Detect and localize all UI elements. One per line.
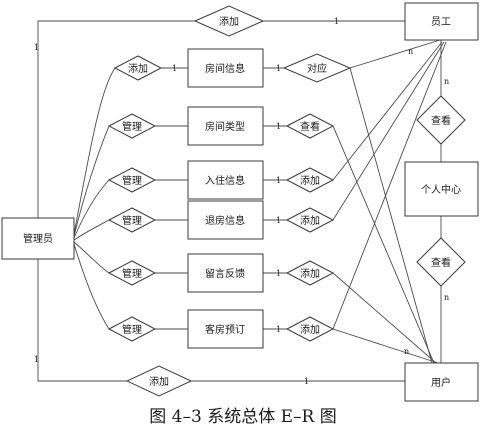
- entity-checkout-info: 退房信息: [187, 200, 264, 240]
- right-to-employee-lines: [332, 39, 447, 330]
- entity-booking-label: 客房预订: [205, 323, 245, 336]
- card-one: 1: [276, 122, 281, 131]
- rel-left-4-label: 管理: [122, 214, 142, 227]
- card-many: n: [444, 77, 449, 86]
- entity-center-label: 个人中心: [421, 183, 461, 196]
- card-one: 1: [276, 325, 281, 334]
- rel-left-3: 管理: [107, 167, 157, 193]
- rel-right-4: 添加: [285, 207, 335, 233]
- rel-top-add-label: 添加: [219, 15, 239, 28]
- entity-center: 个人中心: [404, 161, 479, 217]
- right-to-user-lines: [332, 67, 439, 364]
- rel-view-2: 查看: [416, 237, 466, 287]
- rel-right-2-label: 查看: [300, 120, 320, 133]
- entity-checkin-info: 入住信息: [187, 160, 264, 200]
- entity-employee: 员工: [404, 2, 479, 41]
- rel-right-6: 添加: [285, 316, 335, 342]
- rel-left-3-label: 管理: [122, 174, 142, 187]
- rel-left-6: 管理: [107, 316, 157, 342]
- entity-admin: 管理员: [1, 217, 75, 260]
- rel-bottom-add-label: 添加: [149, 375, 169, 388]
- cardinality-marks: 1 1 1 1 1 1 1 1 1 1 1 n n n n: [34, 17, 449, 386]
- relationship-diamonds: 添加 添加 添加 管理 管理 管理 管理 管理: [107, 5, 466, 397]
- card-one: 1: [276, 269, 281, 278]
- card-one: 1: [34, 355, 39, 364]
- entity-user: 用户: [404, 362, 479, 402]
- card-many: n: [408, 47, 413, 56]
- rel-left-1-label: 添加: [128, 62, 148, 75]
- connector-lines: [37, 20, 447, 382]
- rel-right-5: 添加: [285, 260, 335, 286]
- entity-feedback: 留言反馈: [187, 253, 264, 293]
- rel-right-2: 查看: [285, 113, 335, 139]
- card-one: 1: [276, 64, 281, 73]
- rel-top-add: 添加: [193, 5, 265, 37]
- entity-room-type-label: 房间类型: [205, 120, 245, 133]
- entity-room-info: 房间信息: [187, 48, 264, 88]
- figure-caption: 图 4–3 系统总体 E–R 图: [149, 407, 336, 427]
- rel-left-5-label: 管理: [122, 267, 142, 280]
- entity-room-info-label: 房间信息: [205, 62, 245, 75]
- card-one: 1: [172, 64, 177, 73]
- rel-view-1-label: 查看: [431, 114, 451, 127]
- line-admin-bottom-add: [37, 259, 127, 382]
- rel-left-2: 管理: [107, 113, 157, 139]
- rel-left-2-label: 管理: [122, 120, 142, 133]
- rel-left-5: 管理: [107, 260, 157, 286]
- rel-left-4: 管理: [107, 207, 157, 233]
- rel-right-5-label: 添加: [300, 267, 320, 280]
- entity-feedback-label: 留言反馈: [205, 267, 245, 280]
- entity-employee-label: 员工: [431, 16, 451, 28]
- admin-fan-lines: [73, 67, 116, 330]
- rel-view-2-label: 查看: [431, 256, 451, 269]
- entity-admin-label: 管理员: [23, 232, 53, 245]
- rel-bottom-add: 添加: [125, 365, 193, 397]
- entity-checkin-info-label: 入住信息: [205, 174, 245, 187]
- rel-right-1: 对应: [282, 53, 352, 83]
- card-one: 1: [276, 176, 281, 185]
- rel-right-6-label: 添加: [300, 323, 320, 336]
- rel-right-3: 添加: [285, 167, 335, 193]
- rel-right-3-label: 添加: [300, 174, 320, 187]
- line-admin-top-add: [37, 20, 195, 218]
- rel-right-1-label: 对应: [307, 62, 327, 75]
- card-many: n: [404, 347, 409, 356]
- card-many: n: [444, 293, 449, 302]
- card-one: 1: [34, 43, 39, 52]
- rel-right-4-label: 添加: [300, 214, 320, 227]
- card-one: 1: [276, 216, 281, 225]
- entity-checkout-info-label: 退房信息: [205, 214, 245, 227]
- entity-room-type: 房间类型: [187, 106, 264, 146]
- entity-user-label: 用户: [431, 376, 451, 389]
- rel-left-6-label: 管理: [122, 323, 142, 336]
- entity-boxes: 员工 个人中心 用户 管理员 房间信息 房间类型 入住信息 退房信息: [1, 2, 479, 402]
- rel-view-1: 查看: [416, 95, 466, 145]
- card-one: 1: [304, 377, 309, 386]
- entity-to-right-lines: [263, 67, 287, 330]
- left-to-entity-lines: [155, 67, 188, 330]
- card-one: 1: [334, 17, 339, 26]
- entity-booking: 客房预订: [187, 309, 264, 349]
- rel-left-1: 添加: [113, 55, 163, 81]
